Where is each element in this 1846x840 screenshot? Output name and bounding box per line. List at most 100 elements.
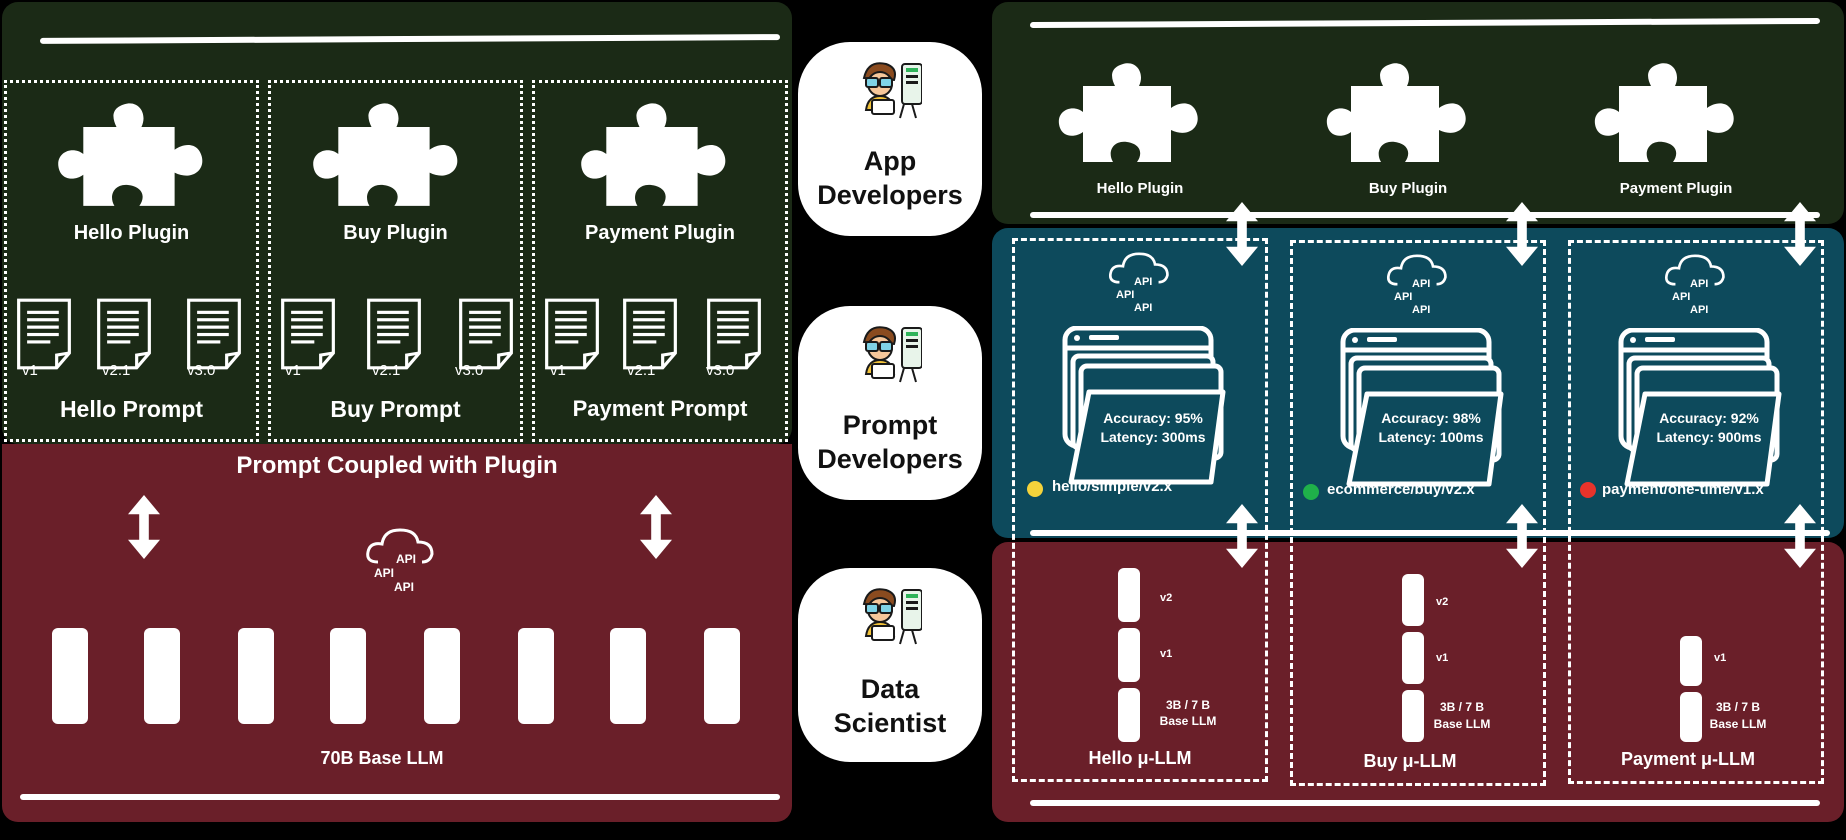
accuracy-metric: Accuracy: 92% <box>1659 410 1759 426</box>
version-label: v2.1 <box>627 362 656 379</box>
double-arrow-icon <box>128 495 160 559</box>
document-icon <box>367 298 421 370</box>
role-data-scientist: Data Scientist <box>798 568 982 762</box>
plugin-label: Payment Plugin <box>584 222 736 244</box>
double-arrow-icon <box>1784 202 1816 266</box>
layer-label: v1 <box>1714 652 1727 664</box>
llm-layer <box>704 628 740 724</box>
llm-layer <box>424 628 460 724</box>
version-label: v2.1 <box>102 362 131 379</box>
folder-icon <box>1602 328 1792 488</box>
llm-layer <box>1680 636 1702 686</box>
model-label: Payment μ-LLM <box>1620 749 1756 769</box>
document-icon <box>17 298 71 370</box>
prompt-path: payment/one-time/v1.x <box>1602 481 1764 498</box>
latency-metric: Latency: 900ms <box>1656 429 1762 445</box>
developer-icon <box>863 62 922 119</box>
base-label: Base LLM <box>1433 717 1491 731</box>
brush-stroke <box>1030 530 1830 536</box>
coupled-title: Prompt Coupled with Plugin <box>236 452 558 479</box>
column-hello <box>1012 238 1268 782</box>
model-label: Hello μ-LLM <box>1088 748 1192 768</box>
plugin-box-hello <box>4 80 259 442</box>
base-label: 3B / 7 B <box>1165 698 1210 712</box>
double-arrow-icon <box>1226 504 1258 568</box>
prompt-label: Buy Prompt <box>330 396 461 422</box>
plugin-label: Payment Plugin <box>1619 180 1733 197</box>
latency-metric: Latency: 300ms <box>1100 429 1206 445</box>
api-cloud-icon: API API API <box>360 528 440 602</box>
base-label: Base LLM <box>1709 717 1767 731</box>
layer-label: v1 <box>1160 648 1173 660</box>
status-dot <box>1027 481 1043 497</box>
document-icon <box>97 298 151 370</box>
double-arrow-icon <box>1506 504 1538 568</box>
version-label: v3.0 <box>187 362 216 379</box>
llm-layer <box>1118 688 1140 742</box>
llm-layer <box>1118 568 1140 622</box>
base-label: 3B / 7 B <box>1439 700 1484 714</box>
base-label: Base LLM <box>1159 714 1217 728</box>
version-label: v3.0 <box>455 362 484 379</box>
folder-icon <box>1324 328 1514 488</box>
llm-layer <box>52 628 88 724</box>
layer-label: v2 <box>1160 592 1173 604</box>
plugin-box-payment <box>532 80 788 442</box>
llm-layer <box>238 628 274 724</box>
base-llm-label: 70B Base LLM <box>320 748 444 768</box>
document-icon <box>187 298 241 370</box>
api-cloud-icon: API API API <box>1382 254 1452 324</box>
llm-layer <box>1402 574 1424 626</box>
status-dot <box>1580 482 1596 498</box>
layer-label: v2 <box>1436 596 1449 608</box>
model-label: Buy μ-LLM <box>1363 751 1457 771</box>
prompt-label: Payment Prompt <box>572 396 748 421</box>
double-arrow-icon <box>640 495 672 559</box>
version-label: v3.0 <box>706 362 735 379</box>
column-payment <box>1568 240 1824 784</box>
document-icon <box>281 298 335 370</box>
brush-stroke <box>1030 800 1820 806</box>
puzzle-icon <box>1326 63 1466 162</box>
version-label: v2.1 <box>372 362 401 379</box>
llm-layer <box>144 628 180 724</box>
llm-layer <box>1680 692 1702 742</box>
column-buy <box>1290 240 1546 786</box>
double-arrow-icon <box>1226 202 1258 266</box>
prompt-path: hello/simple/v2.x <box>1052 478 1173 495</box>
document-icon <box>459 298 513 370</box>
document-icon <box>545 298 599 370</box>
plugin-label: Buy Plugin <box>343 222 448 244</box>
puzzle-icon <box>58 103 203 206</box>
puzzle-icon <box>1058 63 1198 162</box>
plugin-label: Hello Plugin <box>73 222 190 244</box>
llm-layer <box>1402 690 1424 742</box>
version-label: v1 <box>285 362 301 379</box>
layer-label: v1 <box>1436 652 1449 664</box>
role-app-developers: App Developers <box>798 42 982 236</box>
document-icon <box>707 298 761 370</box>
brush-stroke <box>1030 212 1820 218</box>
prompt-path: ecommerce/buy/v2.x <box>1327 481 1475 498</box>
developer-icon <box>863 326 922 383</box>
llm-layer <box>610 628 646 724</box>
accuracy-metric: Accuracy: 95% <box>1103 410 1203 426</box>
plugin-box-buy <box>268 80 523 442</box>
version-label: v1 <box>22 362 38 379</box>
developer-icon <box>863 588 922 645</box>
plugin-label: Buy Plugin <box>1368 180 1448 197</box>
double-arrow-icon <box>1506 202 1538 266</box>
llm-layer <box>1118 628 1140 682</box>
puzzle-icon <box>581 103 726 206</box>
api-cloud-icon: API API API <box>1104 252 1174 322</box>
version-label: v1 <box>550 362 566 379</box>
puzzle-icon <box>1594 63 1734 162</box>
double-arrow-icon <box>1784 504 1816 568</box>
left-plugin-panel <box>2 2 792 444</box>
base-label: 3B / 7 B <box>1715 700 1760 714</box>
status-dot <box>1303 484 1319 500</box>
folder-icon <box>1046 326 1236 486</box>
prompt-label: Hello Prompt <box>59 396 204 422</box>
api-cloud-icon: API API API <box>1660 254 1730 324</box>
plugin-label: Hello Plugin <box>1096 180 1184 197</box>
